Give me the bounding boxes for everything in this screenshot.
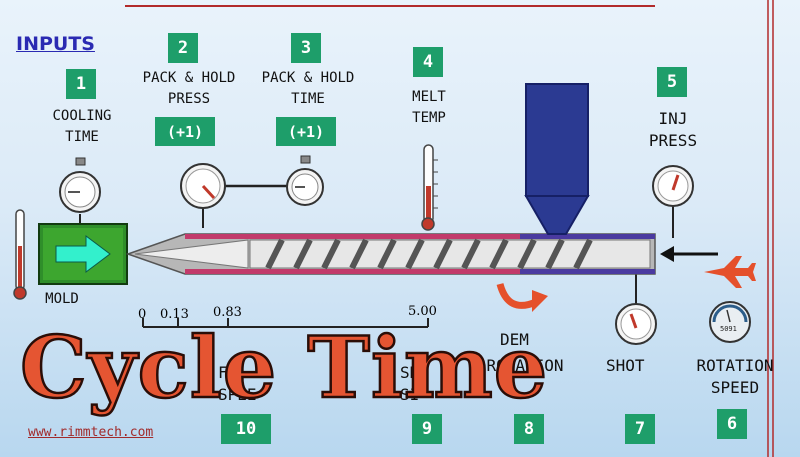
barrel-heater-bottom bbox=[185, 269, 655, 274]
step-number-3: 3 bbox=[291, 33, 321, 63]
sh-line2: SI bbox=[400, 385, 420, 404]
mold-arrow-icon bbox=[55, 235, 111, 273]
mold-thermometer-bulb bbox=[13, 286, 27, 300]
pack-hold-time-label: PACK & HOLD TIME bbox=[249, 68, 367, 110]
inj-label-line1: INJ bbox=[658, 109, 688, 128]
step-number-9: 9 bbox=[412, 414, 442, 444]
melt-temp-label: MELT TEMP bbox=[395, 87, 463, 129]
cooling-time-label: COOLING TIME bbox=[30, 106, 134, 148]
pressure-gauge-icon-shot bbox=[615, 303, 657, 345]
step-number-8: 8 bbox=[514, 414, 544, 444]
inj-label-line2: PRESS bbox=[648, 131, 698, 150]
timeline-label-1: 0.13 bbox=[160, 307, 189, 322]
inputs-heading: INPUTS bbox=[16, 33, 95, 55]
tachometer-icon bbox=[709, 301, 751, 343]
barrel-heater-bottom-blue bbox=[520, 269, 655, 274]
melt-thermometer-ticks bbox=[433, 159, 438, 209]
dem-partial-label: DEM bbox=[500, 330, 529, 349]
f-line1: F bbox=[218, 363, 228, 382]
sh-line1: SH bbox=[400, 363, 420, 382]
website-link[interactable]: www.rimmtech.com bbox=[28, 425, 154, 440]
tachometer-reading: 5091 bbox=[720, 325, 737, 333]
cooling-label-line2: TIME bbox=[65, 129, 99, 145]
mold-thermometer-fill bbox=[18, 246, 22, 288]
timeline-label-2: 0.83 bbox=[213, 305, 242, 320]
screw-flights bbox=[265, 238, 593, 270]
pack-time-label-line2: TIME bbox=[291, 91, 325, 107]
inj-press-label: INJ PRESS bbox=[630, 108, 716, 152]
pack-hold-press-label: PACK & HOLD PRESS bbox=[130, 68, 248, 110]
timeline-label-3: 5.00 bbox=[408, 304, 437, 319]
pack-hold-press-badge: (+1) bbox=[155, 117, 215, 146]
rotation-arrow-icon bbox=[496, 282, 538, 309]
barrel-heater-top-blue bbox=[520, 234, 655, 239]
cooling-label-line1: COOLING bbox=[52, 108, 112, 124]
pack-press-label-line2: PRESS bbox=[167, 91, 211, 107]
pack-time-label-line1: PACK & HOLD bbox=[261, 70, 355, 86]
step-number-7: 7 bbox=[625, 414, 655, 444]
step-number-1: 1 bbox=[66, 69, 96, 99]
hopper-neck bbox=[524, 195, 590, 235]
rot-speed-line1: ROTATION bbox=[696, 356, 774, 375]
pack-hold-time-badge: (+1) bbox=[276, 117, 336, 146]
stopwatch-icon-cooling bbox=[59, 157, 101, 213]
step-number-10: 10 bbox=[221, 414, 271, 444]
barrel-heater-top bbox=[185, 234, 655, 239]
airplane-icon bbox=[704, 256, 756, 288]
pressure-gauge-icon-pack-hold bbox=[180, 163, 226, 209]
step-number-6: 6 bbox=[717, 409, 747, 439]
melt-label-line2: TEMP bbox=[412, 110, 446, 126]
hopper-body bbox=[525, 83, 589, 197]
screw-tip bbox=[134, 239, 249, 269]
step-number-4: 4 bbox=[413, 47, 443, 77]
melt-thermometer-fill bbox=[426, 186, 431, 221]
step-number-2: 2 bbox=[168, 33, 198, 63]
sh-partial-label: SH SI bbox=[400, 362, 460, 406]
mold-label: MOLD bbox=[45, 291, 79, 307]
rotation-partial-label: ROTATION bbox=[486, 356, 564, 375]
rotation-speed-label: ROTATION SPEED bbox=[690, 355, 780, 399]
melt-label-line1: MELT bbox=[412, 89, 446, 105]
shot-partial-label: SHOT bbox=[606, 356, 645, 375]
melt-thermometer-bulb bbox=[421, 217, 435, 231]
rotation-arrow-head bbox=[532, 290, 548, 312]
inj-pressure-arrow-head bbox=[660, 246, 674, 262]
speed-partial-label: F SPEE bbox=[218, 362, 278, 406]
spee-line2: SPEE bbox=[218, 385, 257, 404]
step-number-5: 5 bbox=[657, 67, 687, 97]
pressure-gauge-icon-inj bbox=[652, 165, 694, 207]
cycle-time-title: Cycle Time bbox=[19, 317, 549, 419]
rot-speed-line2: SPEED bbox=[710, 378, 760, 397]
timeline-label-0: 0 bbox=[138, 307, 147, 322]
pack-press-label-line1: PACK & HOLD bbox=[142, 70, 236, 86]
stopwatch-icon-pack-hold-time bbox=[286, 155, 324, 206]
